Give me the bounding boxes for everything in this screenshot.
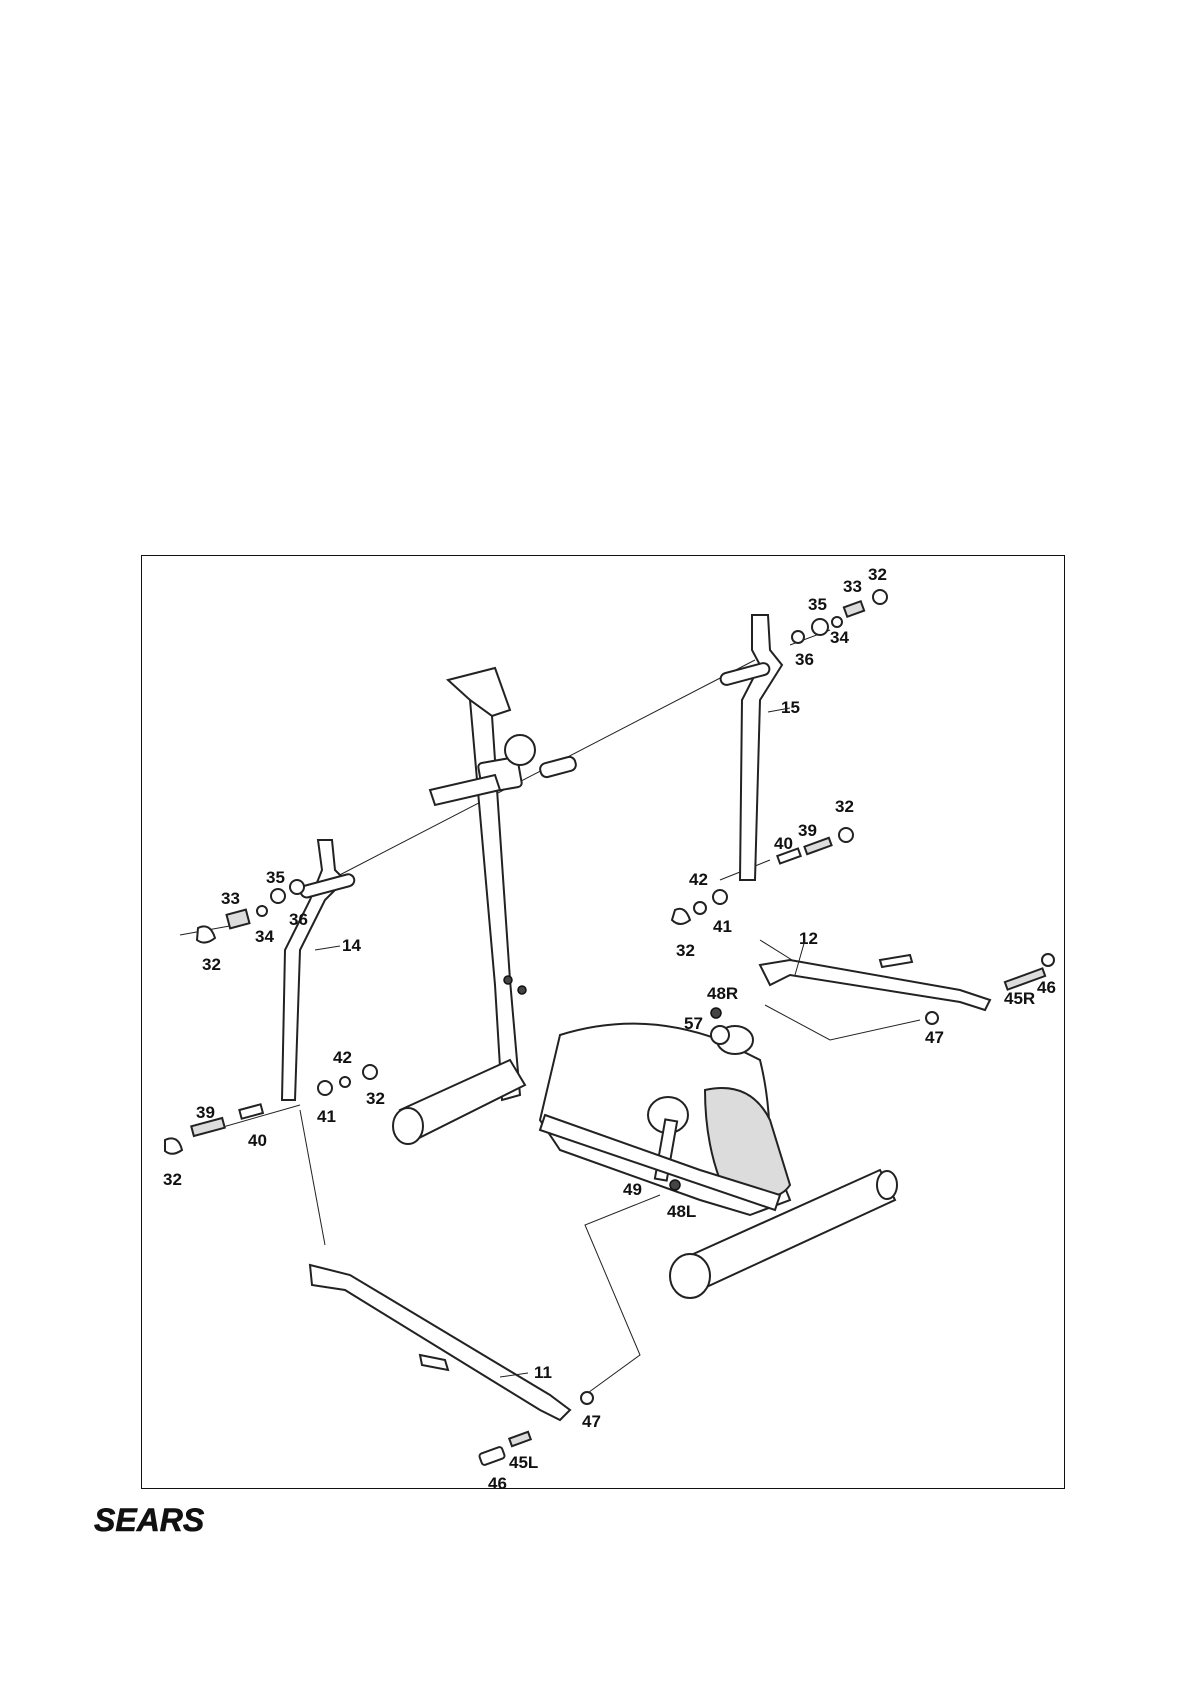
right-pedal-arm	[760, 955, 990, 1010]
left-pedal-arm	[310, 1265, 570, 1420]
callout-label: 41	[713, 917, 732, 936]
callout-label: 46	[1037, 978, 1056, 997]
flywheel-housing	[540, 1024, 790, 1215]
callout-label: 34	[830, 628, 849, 647]
callout-label: 34	[255, 927, 274, 946]
callout-label: 15	[781, 698, 800, 717]
callout-label: 35	[266, 868, 285, 887]
callout-label: 12	[799, 929, 818, 948]
callout-label: 49	[623, 1180, 642, 1199]
callout-label: 45R	[1004, 989, 1035, 1008]
callout-label: 42	[333, 1048, 352, 1067]
callout-label: 32	[868, 565, 887, 584]
callout-label: 47	[925, 1028, 944, 1047]
callout-label: 48L	[667, 1202, 696, 1221]
callout-label: 42	[689, 870, 708, 889]
rear-stabilizer	[393, 1060, 525, 1144]
callout-label: 48R	[707, 984, 738, 1003]
logo-text: SEARS	[94, 1505, 205, 1535]
sears-logo: SEARS	[92, 1505, 232, 1535]
callout-label: 32	[676, 941, 695, 960]
callout-label: 11	[534, 1363, 552, 1382]
callout-label: 45L	[509, 1453, 538, 1472]
callout-label: 41	[317, 1107, 336, 1126]
callout-label: 40	[774, 834, 793, 853]
callout-label: 57	[684, 1014, 703, 1033]
callout-label: 47	[582, 1412, 601, 1431]
callout-label: 14	[342, 936, 361, 955]
callout-label: 33	[221, 889, 240, 908]
callout-label: 39	[798, 821, 817, 840]
callout-label: 32	[202, 955, 221, 974]
callout-label: 32	[163, 1170, 182, 1189]
callout-label: 40	[248, 1131, 267, 1150]
right-handlebar	[719, 615, 782, 880]
callout-label: 35	[808, 595, 827, 614]
callout-label: 33	[843, 577, 862, 596]
callout-label: 32	[366, 1089, 385, 1108]
callout-label: 46	[488, 1474, 507, 1493]
callout-label: 39	[196, 1103, 215, 1122]
main-frame-upright	[430, 668, 577, 1100]
callout-label: 36	[795, 650, 814, 669]
callout-label: 32	[835, 797, 854, 816]
callout-label: 36	[289, 910, 308, 929]
